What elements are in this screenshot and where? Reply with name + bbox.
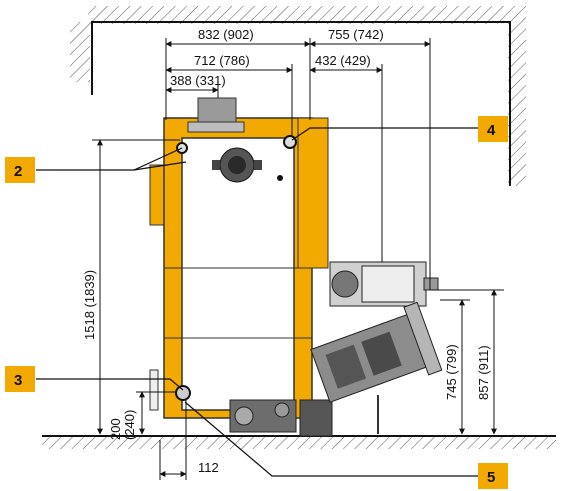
- label-745: 745 (799): [444, 344, 459, 400]
- callout-4-label: 4: [487, 122, 496, 139]
- label-388: 388 (331): [170, 73, 226, 88]
- label-112: 112: [198, 460, 219, 475]
- leader-5: [184, 401, 478, 477]
- callout-5-label: 5: [487, 469, 495, 486]
- callout-2-box: [5, 157, 35, 183]
- base-block: [299, 399, 333, 437]
- boiler-front-panel: [181, 137, 295, 411]
- inspection-door-inner: [228, 156, 246, 174]
- feeder-tube-b: [361, 331, 402, 376]
- label-200: 200: [108, 418, 123, 440]
- left-ceiling-hatch: [70, 22, 90, 82]
- label-240: (240): [122, 410, 137, 440]
- label-755: 755 (742): [328, 27, 384, 42]
- burner-nozzle: [423, 277, 439, 291]
- label-432: 432 (429): [315, 53, 371, 68]
- dimension-labels: 832 (902) 755 (742) 712 (786) 432 (429) …: [82, 27, 491, 475]
- feeder-end-cap: [403, 301, 443, 376]
- floor-hatch: [42, 437, 556, 449]
- callout-4-box: [478, 116, 508, 142]
- callout-4: 4: [478, 116, 508, 142]
- boiler-body: [149, 97, 329, 419]
- leader-2b: [133, 161, 187, 171]
- label-1518: 1518 (1839): [82, 270, 97, 340]
- callout-3-box: [5, 366, 35, 392]
- leader-3: [36, 378, 184, 391]
- label-712: 712 (786): [194, 53, 250, 68]
- label-832: 832 (902): [198, 27, 254, 42]
- connection-3: [175, 385, 191, 401]
- callout-leaders: [36, 127, 478, 477]
- right-wall-hatch: [508, 6, 526, 186]
- feeder-motor: [229, 399, 333, 437]
- sight-hole: [277, 175, 283, 181]
- callout-3-label: 3: [14, 372, 22, 389]
- leader-4: [291, 127, 478, 141]
- drain-pipe: [149, 369, 159, 411]
- callout-3: 3: [5, 366, 35, 392]
- label-857: 857 (911): [476, 345, 491, 400]
- door-latch-left: [212, 160, 220, 170]
- door-latch-right: [254, 160, 262, 170]
- burner-fan: [361, 265, 415, 303]
- dimension-lines: [92, 38, 504, 480]
- connection-4: [283, 135, 297, 149]
- pellet-burner: [310, 261, 443, 434]
- room-structure: [42, 6, 556, 449]
- callout-2: 2: [5, 157, 35, 183]
- burner-flange: [331, 270, 359, 298]
- ceiling-hatch: [88, 6, 508, 24]
- motor-gear: [234, 406, 254, 426]
- callout-5: 5: [478, 463, 508, 489]
- flue-base: [187, 121, 245, 133]
- callout-2-label: 2: [14, 163, 22, 180]
- feeder-tube-a: [325, 344, 367, 389]
- motor-end: [274, 402, 290, 418]
- callout-5-box: [478, 463, 508, 489]
- boiler-right-column: [297, 117, 329, 269]
- ceiling-outline: [91, 21, 511, 186]
